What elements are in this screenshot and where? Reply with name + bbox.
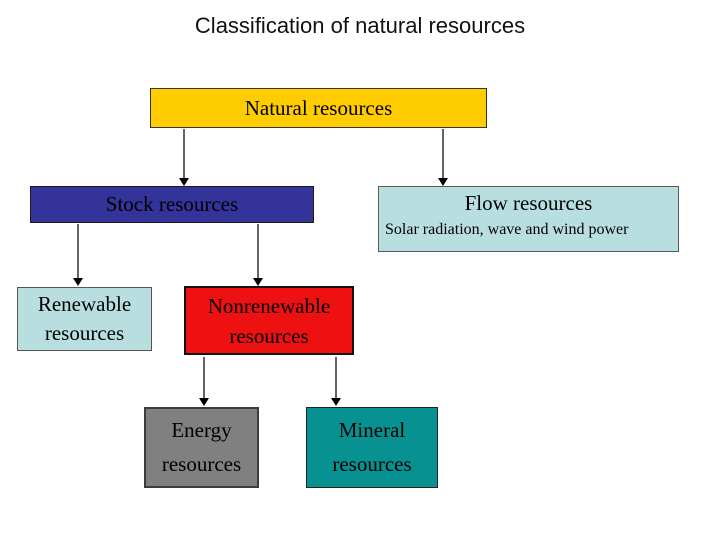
arrow-natural-to-stock — [179, 129, 189, 186]
node-flow-resources-label: Flow resources — [464, 191, 593, 215]
node-natural-resources-label: Natural resources — [244, 95, 393, 120]
node-energy-resources: Energy resources — [144, 407, 259, 488]
node-renewable-resources-line1: Renewable — [37, 292, 132, 316]
node-nonrenewable-resources-line2: resources — [229, 323, 309, 348]
node-renewable-resources-line2: resources — [44, 321, 125, 345]
arrow-natural-to-flow — [438, 129, 448, 186]
node-flow-resources: Flow resources Solar radiation, wave and… — [378, 186, 679, 252]
arrow-stock-to-nonrenewable — [253, 224, 263, 286]
node-nonrenewable-resources-line1: Nonrenewable — [207, 293, 331, 318]
arrow-stock-to-renewable — [73, 224, 83, 286]
node-natural-resources: Natural resources — [150, 88, 487, 128]
node-mineral-resources-line1: Mineral — [338, 417, 406, 442]
arrow-nonrenewable-to-energy — [199, 357, 209, 406]
page-title: Classification of natural resources — [194, 13, 526, 38]
node-renewable-resources: Renewable resources — [17, 287, 152, 351]
node-energy-resources-line1: Energy — [171, 418, 232, 442]
node-mineral-resources-line2: resources — [332, 452, 412, 477]
node-flow-resources-sublabel: Solar radiation, wave and wind power — [385, 221, 629, 238]
node-stock-resources: Stock resources — [30, 186, 314, 223]
arrow-nonrenewable-to-mineral — [331, 357, 341, 406]
node-nonrenewable-resources: Nonrenewable resources — [184, 286, 354, 355]
node-stock-resources-label: Stock resources — [105, 192, 239, 216]
node-mineral-resources: Mineral resources — [306, 407, 438, 488]
node-energy-resources-line2: resources — [161, 452, 242, 476]
